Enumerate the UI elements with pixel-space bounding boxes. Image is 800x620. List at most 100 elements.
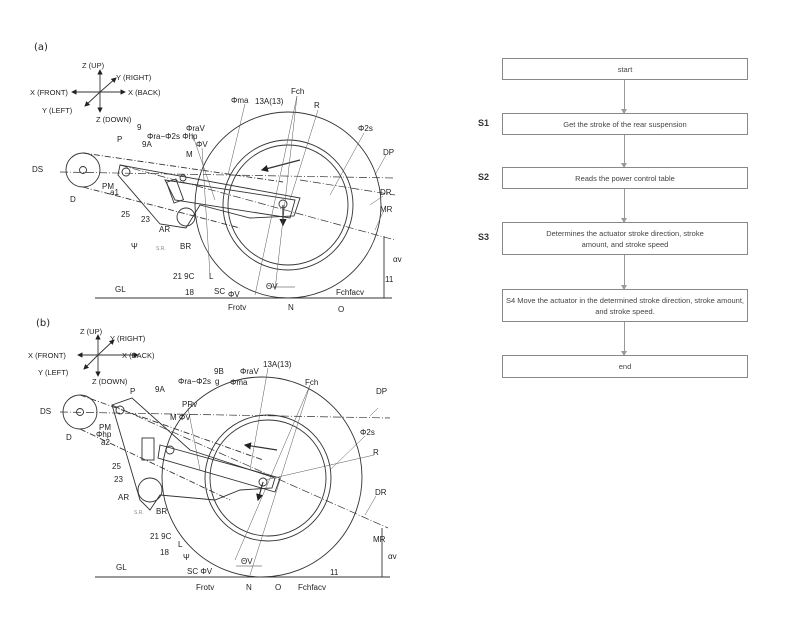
diagram-label: 18 — [185, 288, 194, 297]
diagram-label: R — [373, 448, 379, 457]
diagram-label: 21 9C — [173, 272, 195, 281]
diagram-label: Frotv — [196, 583, 214, 592]
leader-lines — [191, 95, 387, 296]
diagram-label: P — [130, 387, 135, 396]
diagram-label: Φ2s — [358, 124, 373, 133]
diagram-label: N — [288, 303, 294, 312]
flow-arrow — [621, 255, 627, 290]
diagram-label: Φra−Φ2s — [178, 377, 211, 386]
diagram-label: Ψ — [131, 242, 138, 251]
diagram-label: S.R. — [134, 510, 144, 516]
axis-cross-icon — [71, 69, 126, 113]
diagram-label: 25 — [121, 210, 130, 219]
diagram-label: S.R. — [156, 246, 166, 252]
diagram-label: SC ΦV — [187, 567, 213, 576]
diagram-label: DR — [375, 488, 387, 497]
axis-label: Y (LEFT) — [38, 368, 69, 377]
diagram-label: MR — [380, 205, 393, 214]
leader-lines — [187, 367, 379, 576]
diagram-label: Φma — [230, 378, 248, 387]
rear-wheel — [194, 111, 382, 299]
diagram-label: ΦraV — [240, 367, 259, 376]
diagram-label: αv — [393, 255, 402, 264]
reference-lines — [59, 164, 396, 241]
diagram-label: 21 9C — [150, 532, 172, 541]
diagram-label: a2 — [101, 438, 110, 447]
diagram-label: R — [314, 101, 320, 110]
diagram-label: g — [215, 377, 219, 386]
diagram-label: D — [66, 433, 72, 442]
diagram-label: BR — [180, 242, 191, 251]
diagram-label: 23 — [141, 215, 150, 224]
diagram-label: 13A(13) — [263, 360, 292, 369]
diagram-label: SC — [214, 287, 225, 296]
rear-wheel — [161, 376, 363, 578]
axis-cross-icon — [77, 334, 139, 377]
diagram-label: ΦV — [196, 140, 208, 149]
step-id: S2 — [478, 172, 490, 182]
diagram-label: 13A(13) — [255, 97, 284, 106]
step-id: S1 — [478, 118, 490, 128]
drive-sprocket — [65, 152, 284, 229]
diagram-label: M — [186, 150, 193, 159]
diagram-label: DS — [32, 165, 43, 174]
flow-arrow — [621, 189, 627, 223]
diagram-label: PM — [99, 423, 111, 432]
diagram-label: αv — [388, 552, 397, 561]
flow-step-3: Determines the actuator stroke direction… — [502, 222, 748, 255]
diagram-label: Φ2s — [360, 428, 375, 437]
axis-label: X (FRONT) — [28, 351, 66, 360]
diagram-label: GL — [116, 563, 127, 572]
diagram-label: 11 — [385, 275, 394, 284]
flow-arrow — [621, 322, 627, 356]
axis-label: X (BACK) — [122, 351, 155, 360]
diagram-label: Fchfacv — [336, 288, 364, 297]
swing-arm — [111, 397, 281, 511]
diagram-label: Φhp — [96, 430, 112, 439]
swing-arm — [117, 164, 301, 229]
axis-label: X (BACK) — [128, 88, 161, 97]
diagram-label: DR — [380, 188, 392, 197]
axis-label: Y (RIGHT) — [110, 334, 146, 343]
diagram-label: DS — [40, 407, 51, 416]
figure-b-text: Z (UP) Y (RIGHT) X (FRONT) X (BACK) Y (L… — [28, 327, 397, 592]
diagram-label: Ψ — [183, 553, 190, 562]
diagram-label: 23 — [114, 475, 123, 484]
axis-label: Z (DOWN) — [96, 115, 132, 124]
diagram-label: ΦraV — [186, 124, 205, 133]
diagram-label: Φma — [231, 96, 249, 105]
axis-label: Z (UP) — [80, 327, 103, 336]
flow-arrow — [621, 135, 627, 168]
diagram-label: PRv — [182, 400, 197, 409]
diagram-label: D — [70, 195, 76, 204]
figure-b: (b) — [36, 318, 391, 578]
diagram-label: M ΦV — [170, 413, 191, 422]
diagram-label: 9 — [137, 123, 142, 132]
axis-label: Y (LEFT) — [42, 106, 73, 115]
diagram-label: O — [275, 583, 281, 592]
diagram-label: P — [117, 135, 122, 144]
flow-arrow — [621, 80, 627, 114]
diagram-label: DP — [383, 148, 394, 157]
flow-step-2: Reads the power control table — [502, 167, 748, 189]
flow-start: start — [502, 58, 748, 80]
diagram-label: Φra−Φ2s Φhp — [147, 132, 198, 141]
diagram-label: Fchfacv — [298, 583, 326, 592]
diagram-label: BR — [156, 507, 167, 516]
diagram-label: Fch — [291, 87, 304, 96]
diagram-label: MR — [373, 535, 386, 544]
diagram-label: AR — [118, 493, 129, 502]
diagram-label: ΦV — [228, 290, 240, 299]
figure-b-title: (b) — [36, 318, 50, 329]
flow-end: end — [502, 355, 748, 378]
figure-a-text: Z (UP) Y (RIGHT) X (FRONT) X (BACK) Y (L… — [30, 61, 402, 314]
diagram-label: 9A — [142, 140, 152, 149]
diagram-label: PM — [102, 182, 114, 191]
diagram-label: Fch — [305, 378, 318, 387]
diagram-label: 9B — [214, 367, 224, 376]
figure-a: (a) — [34, 42, 396, 299]
axis-label: X (FRONT) — [30, 88, 68, 97]
diagram-label: 18 — [160, 548, 169, 557]
diagram-label: L — [209, 272, 214, 281]
